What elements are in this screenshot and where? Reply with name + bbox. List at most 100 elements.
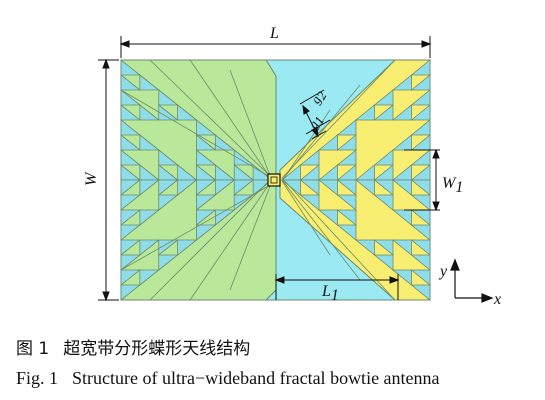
- left-fractal-triangle: [120, 74, 142, 91]
- right-fractal-triangle: [410, 74, 431, 91]
- caption-cn-text: 超宽带分形蝶形天线结构: [63, 339, 251, 359]
- right-fractal-triangle: [354, 179, 375, 196]
- right-fractal-triangle: [410, 149, 431, 166]
- left-fractal-triangle: [120, 149, 142, 166]
- right-fractal-triangle: [410, 254, 431, 271]
- left-fractal-triangle: [158, 179, 179, 196]
- dimension-L1: [274, 274, 400, 300]
- dimension-W: [98, 58, 119, 302]
- right-fractal-triangle: [391, 134, 412, 151]
- right-fractal-triangle: [336, 119, 357, 136]
- left-fractal-triangle: [139, 104, 160, 121]
- right-fractal-triangle: [410, 269, 431, 286]
- left-fractal-triangle: [214, 134, 236, 151]
- caption-en-text: Structure of ultra−wideband fractal bowt…: [72, 368, 440, 388]
- right-fractal-triangle: [336, 149, 357, 166]
- right-fractal-triangle: [391, 179, 412, 196]
- left-fractal-triangle: [120, 224, 142, 241]
- left-fractal-triangle: [158, 89, 179, 106]
- right-fractal-triangle: [391, 104, 412, 121]
- caption-en-number: Fig. 1: [16, 368, 59, 388]
- right-fractal-triangle: [410, 239, 431, 256]
- right-fractal-triangle: [373, 194, 394, 211]
- left-fractal-triangle: [120, 254, 142, 271]
- left-fractal-triangle: [139, 74, 160, 91]
- right-fractal-triangle: [373, 149, 394, 166]
- left-fractal-triangle: [120, 269, 142, 286]
- right-fractal-triangle: [373, 239, 394, 256]
- left-fractal-triangle: [196, 194, 217, 211]
- left-fractal-triangle: [139, 179, 160, 196]
- right-fractal-triangle: [391, 269, 412, 286]
- left-fractal-triangle: [158, 149, 179, 166]
- label-W: W: [83, 171, 100, 186]
- axis-x-label: x: [493, 291, 501, 308]
- right-fractal-triangle: [299, 149, 320, 166]
- left-fractal-triangle: [120, 284, 142, 301]
- right-fractal-triangle: [336, 224, 357, 241]
- left-fractal-triangle: [120, 119, 142, 136]
- left-fractal-triangle: [139, 239, 160, 256]
- left-fractal-triangle: [214, 179, 236, 196]
- left-fractal-triangle: [120, 239, 142, 256]
- right-fractal-triangle: [336, 209, 357, 226]
- left-fractal-triangle: [120, 104, 142, 121]
- right-fractal-triangles: [280, 59, 431, 301]
- right-fractal-triangle: [336, 134, 357, 151]
- left-fractal-triangle: [158, 104, 179, 121]
- right-fractal-triangle: [391, 209, 412, 226]
- left-fractal-triangle: [139, 269, 160, 286]
- caption-cn-number: 图 1: [16, 339, 50, 359]
- right-fractal-triangle: [373, 254, 394, 271]
- dimension-L: [119, 36, 432, 58]
- right-fractal-triangle: [299, 179, 320, 196]
- right-fractal-triangle: [410, 224, 431, 241]
- dimension-W1: [404, 148, 440, 212]
- right-fractal-triangle: [317, 209, 338, 226]
- right-fractal-triangle: [410, 179, 431, 196]
- caption-chinese: 图 1 超宽带分形蝶形天线结构: [16, 334, 264, 359]
- right-fractal-triangle: [391, 239, 412, 256]
- left-fractal-triangle: [120, 89, 142, 106]
- right-fractal-triangle: [391, 74, 412, 91]
- right-fractal-triangle: [410, 194, 431, 211]
- right-fractal-triangle: [410, 119, 431, 136]
- label-W1: W1: [442, 175, 463, 196]
- label-L1: L1: [321, 283, 339, 304]
- gap-markers: [299, 89, 331, 140]
- right-fractal-triangle: [410, 284, 431, 301]
- left-fractal-triangle: [120, 59, 142, 76]
- left-fractal-triangles: [120, 59, 274, 301]
- left-fractal-triangle: [196, 149, 217, 166]
- left-fractal-triangle: [233, 179, 255, 196]
- left-fractal-triangle: [196, 224, 217, 241]
- left-fractal-triangle: [177, 104, 198, 121]
- right-fractal-triangle: [336, 179, 357, 196]
- left-fractal-triangle: [196, 134, 217, 151]
- left-fractal-triangle: [196, 119, 217, 136]
- left-fractal-triangle: [120, 209, 142, 226]
- right-fractal-triangle: [410, 59, 431, 76]
- right-fractal-triangle: [317, 134, 338, 151]
- left-fractal-triangle: [139, 209, 160, 226]
- right-fractal-triangle: [317, 179, 338, 196]
- axis-y-label: y: [438, 263, 448, 280]
- right-fractal-triangle: [410, 104, 431, 121]
- left-fractal-triangle: [120, 194, 142, 211]
- right-fractal-triangle: [354, 239, 375, 256]
- right-fractal-triangle: [299, 194, 320, 211]
- left-fractal-triangle: [158, 239, 179, 256]
- right-fractal-triangle: [336, 194, 357, 211]
- left-fractal-triangle: [196, 179, 217, 196]
- left-fractal-triangle: [120, 134, 142, 151]
- feed-port-inner: [270, 176, 278, 184]
- left-fractal-triangle: [196, 209, 217, 226]
- coordinate-axes: [450, 258, 494, 303]
- left-fractal-triangle: [139, 134, 160, 151]
- left-fractal-triangle: [158, 194, 179, 211]
- left-fractal-triangle: [233, 149, 255, 166]
- right-fractal-triangle: [373, 104, 394, 121]
- right-fractal-triangle: [373, 89, 394, 106]
- right-fractal-triangle: [373, 179, 394, 196]
- left-fractal-triangle: [177, 179, 198, 196]
